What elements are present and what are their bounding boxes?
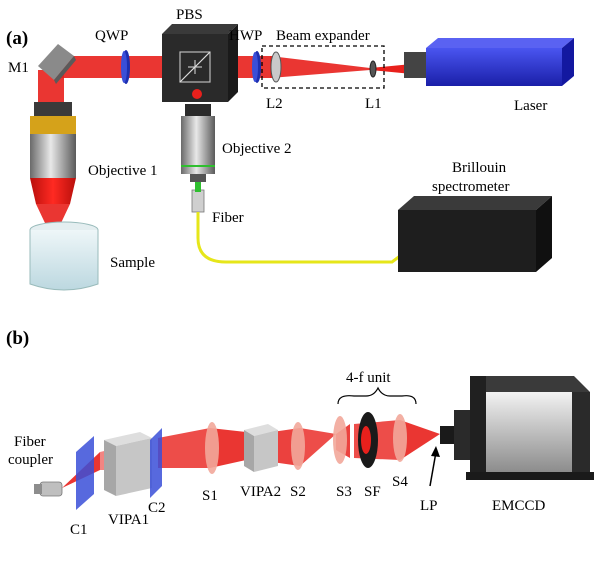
label-c1: C1 [70, 522, 88, 538]
spatial-filter-sf [358, 412, 378, 468]
label-pbs: PBS [176, 7, 203, 23]
label-sf: SF [364, 484, 381, 500]
lens-s3 [333, 416, 347, 464]
label-m1: M1 [8, 60, 29, 76]
lens-l2 [270, 51, 282, 83]
label-qwp: QWP [95, 28, 128, 44]
label-objective2: Objective 2 [222, 141, 292, 157]
label-l2: L2 [266, 96, 283, 112]
vipa1 [104, 432, 152, 496]
lens-s4 [393, 414, 407, 462]
label-fiber-coupler-2: coupler [8, 452, 53, 468]
label-s3: S3 [336, 484, 352, 500]
fiber-cable [196, 212, 401, 264]
label-lp: LP [420, 498, 438, 514]
label-laser: Laser [514, 98, 547, 114]
vipa2 [244, 424, 278, 472]
lens-l1 [369, 60, 377, 78]
label-fiber: Fiber [212, 210, 244, 226]
label-c2: C2 [148, 500, 166, 516]
mirror-m1 [38, 44, 76, 84]
objective-1 [30, 102, 76, 240]
lp-arrow [429, 446, 440, 487]
lens-c1 [76, 436, 94, 510]
label-vipa2: VIPA2 [240, 484, 281, 500]
label-fiber-coupler-1: Fiber [14, 434, 46, 450]
label-brillouin-1: Brillouin [452, 160, 507, 176]
label-s4: S4 [392, 474, 408, 490]
pbs-cube [162, 24, 238, 102]
panel-a-label: (a) [6, 28, 28, 49]
label-l1: L1 [365, 96, 382, 112]
label-sample: Sample [110, 255, 155, 271]
laser-source [404, 38, 574, 86]
label-beam-expander: Beam expander [276, 28, 370, 44]
fiber-connector [191, 182, 205, 213]
waveplate-qwp [121, 50, 130, 84]
label-objective1: Objective 1 [88, 163, 158, 179]
label-s1: S1 [202, 488, 218, 504]
emccd-camera [440, 376, 594, 480]
fiber-coupler [34, 481, 63, 497]
sample-container [29, 221, 99, 291]
panel-b-label: (b) [6, 328, 29, 349]
brillouin-spectrometer [398, 196, 552, 272]
lens-s2 [291, 422, 305, 470]
label-hwp: HWP [229, 28, 262, 44]
label-vipa1: VIPA1 [108, 512, 149, 528]
label-s2: S2 [290, 484, 306, 500]
label-brillouin-2: spectrometer [432, 179, 509, 195]
label-four-f-unit: 4-f unit [346, 370, 391, 386]
objective-2 [181, 104, 215, 182]
beam-expander-box [261, 45, 385, 89]
lens-s1 [205, 422, 219, 474]
waveplate-hwp [252, 51, 261, 83]
label-emccd: EMCCD [492, 498, 546, 514]
four-f-unit-brace [337, 386, 417, 405]
lens-c2 [150, 428, 162, 498]
